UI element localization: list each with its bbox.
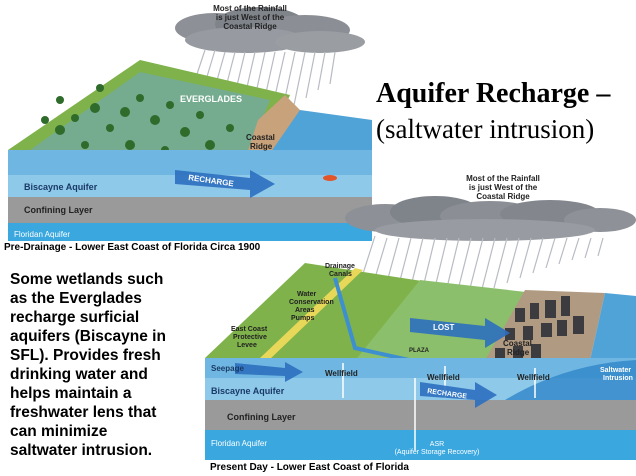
top-floridan-label: Floridan Aquifer (14, 230, 70, 239)
body-paragraph: Some wetlands such as the Everglades rec… (10, 270, 210, 460)
water-conservation-label-1: Water (297, 291, 316, 298)
bottom-confining-label: Confining Layer (227, 412, 296, 422)
levee-label-3: Levee (237, 342, 257, 349)
body-line: drinking water and (10, 366, 148, 383)
asr-label-1: ASR (430, 441, 444, 448)
slide-title: Aquifer Recharge – (376, 78, 611, 109)
saltwater-intrusion-label-2: Intrusion (603, 375, 633, 382)
water-conservation-label-2: Conservation (289, 299, 334, 306)
bottom-diagram-caption: Present Day - Lower East Coast of Florid… (210, 462, 409, 473)
pumps-label: Pumps (291, 315, 314, 322)
body-line: helps maintain a (10, 385, 132, 402)
top-biscayne-label: Biscayne Aquifer (24, 182, 98, 192)
top-coastal-ridge-label-2: Ridge (250, 142, 273, 151)
seepage-label: Seepage (211, 364, 244, 373)
bottom-coastal-ridge-label-1: Coastal (503, 339, 532, 348)
saltwater-intrusion-label-1: Saltwater (600, 367, 631, 374)
floridan-aquifer-layer (8, 223, 372, 241)
saltwater-wedge (505, 360, 636, 400)
everglades-label: EVERGLADES (180, 94, 242, 104)
drainage-canals-label-2: Canals (329, 271, 352, 278)
storm-cloud-2 (345, 196, 636, 241)
lost-arrow (410, 318, 510, 348)
wellfield-label-2: Wellfield (427, 373, 460, 382)
body-line: can minimize (10, 423, 108, 440)
body-line: SFL). Provides fresh (10, 347, 161, 364)
top-rain-label-3: Coastal Ridge (223, 22, 277, 31)
bottom-floridan-label: Floridan Aquifer (211, 439, 267, 448)
bottom-biscayne-label: Biscayne Aquifer (211, 386, 285, 396)
levee-label-1: East Coast (231, 326, 268, 333)
asr-label-2: (Aquifer Storage Recovery) (395, 449, 480, 456)
body-line: freshwater lens that (10, 404, 157, 421)
levee-label-2: Protective (233, 334, 267, 341)
drainage-canals-label-1: Drainage (325, 263, 355, 270)
recharge-arrow (175, 170, 275, 198)
bottom-rain-label-3: Coastal Ridge (476, 192, 530, 201)
water-conservation-label-3: Areas (295, 307, 315, 314)
floridan-aquifer-layer-2 (205, 430, 636, 460)
plaza-label: PLAZA (409, 348, 430, 354)
slide-subtitle: (saltwater intrusion) (376, 114, 595, 144)
biscayne-aquifer-layer (8, 175, 372, 197)
confining-layer (8, 197, 372, 223)
bottom-diagram: Most of the Rainfall is just West of the… (205, 174, 636, 460)
vegetation (41, 84, 234, 154)
wellfield-label-1: Wellfield (325, 369, 358, 378)
confining-layer-2 (205, 400, 636, 430)
body-line: recharge surficial (10, 309, 140, 326)
recharge-arrow-2 (420, 382, 497, 408)
top-diagram: Most of the Rainfall is just West of the… (8, 4, 372, 241)
body-line: as the Everglades (10, 290, 142, 307)
bottom-rain-label-2: is just West of the (469, 183, 538, 192)
lost-label: LOST (433, 323, 454, 332)
top-rain-label-1: Most of the Rainfall (213, 4, 287, 13)
bottom-rain-label-1: Most of the Rainfall (466, 174, 540, 183)
top-rain-label-2: is just West of the (216, 13, 285, 22)
seepage-arrow (235, 362, 303, 382)
top-coastal-ridge-label-1: Coastal (246, 133, 275, 142)
top-diagram-caption: Pre-Drainage - Lower East Coast of Flori… (4, 242, 261, 253)
top-confining-label: Confining Layer (24, 205, 93, 215)
body-line: saltwater intrusion. (10, 442, 153, 459)
body-line: aquifers (Biscayne in (10, 328, 166, 345)
wellfield-label-3: Wellfield (517, 373, 550, 382)
city-buildings (495, 296, 584, 360)
body-line: Some wetlands such (10, 271, 164, 288)
fish-icon (323, 175, 337, 181)
storm-cloud (175, 7, 365, 53)
bottom-coastal-ridge-label-2: Ridge (507, 348, 530, 357)
